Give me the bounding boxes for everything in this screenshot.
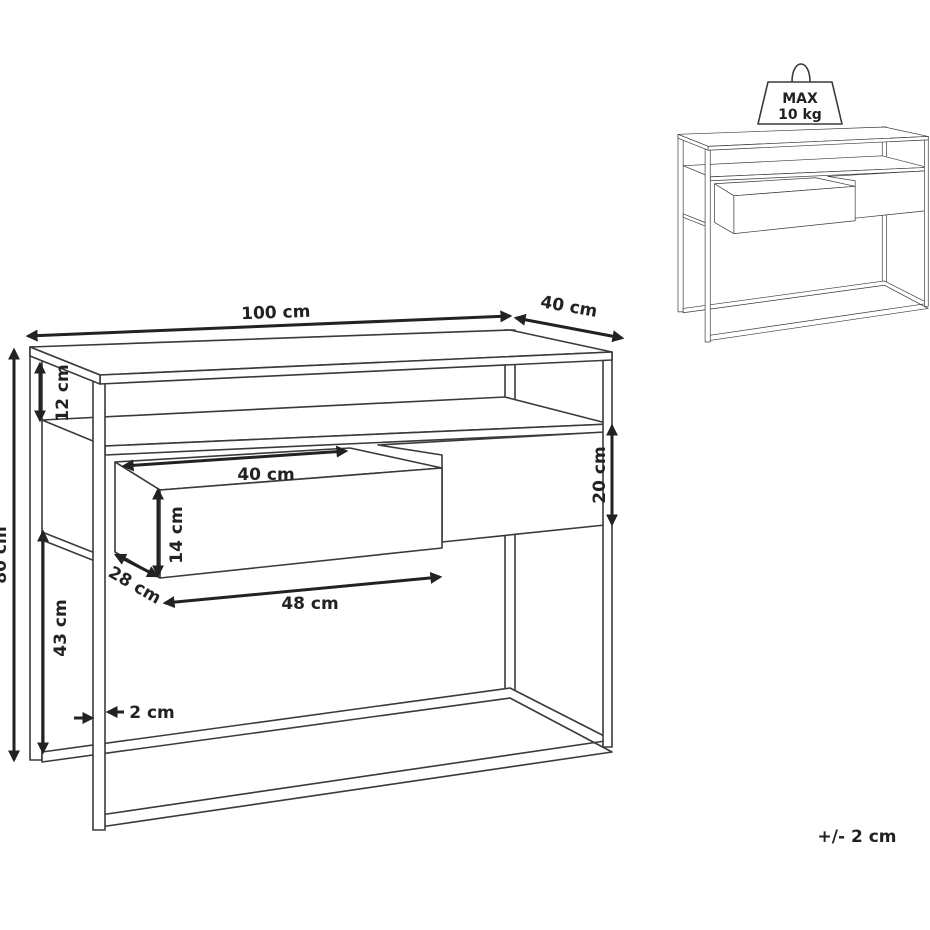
drawer-inner-height-label: 14 cm	[167, 506, 187, 563]
weight-value-label: 10 kg	[778, 107, 822, 123]
drawer-front-width-label: 48 cm	[281, 594, 338, 614]
depth-dimension-line	[513, 313, 625, 343]
drawer-front-width-line	[162, 571, 443, 609]
drawer-inner-width-line	[121, 445, 349, 472]
weight-icon	[757, 63, 843, 125]
height-label: 80 cm	[0, 526, 11, 583]
drawer-height-label: 20 cm	[590, 446, 610, 503]
drawer-inner-width-label: 40 cm	[237, 465, 294, 485]
depth-label: 40 cm	[539, 292, 599, 322]
weight-max-label: MAX	[782, 91, 818, 107]
shelf-gap-label: 12 cm	[53, 364, 73, 421]
floor-to-shelf-label: 43 cm	[51, 599, 71, 656]
tolerance-label: +/- 2 cm	[818, 827, 897, 847]
width-label: 100 cm	[241, 302, 311, 324]
drawer-depth-line	[113, 553, 160, 578]
width-dimension-line	[25, 310, 513, 342]
frame-tube-label: 2 cm	[129, 703, 175, 723]
console-table-thumbnail	[677, 126, 929, 343]
